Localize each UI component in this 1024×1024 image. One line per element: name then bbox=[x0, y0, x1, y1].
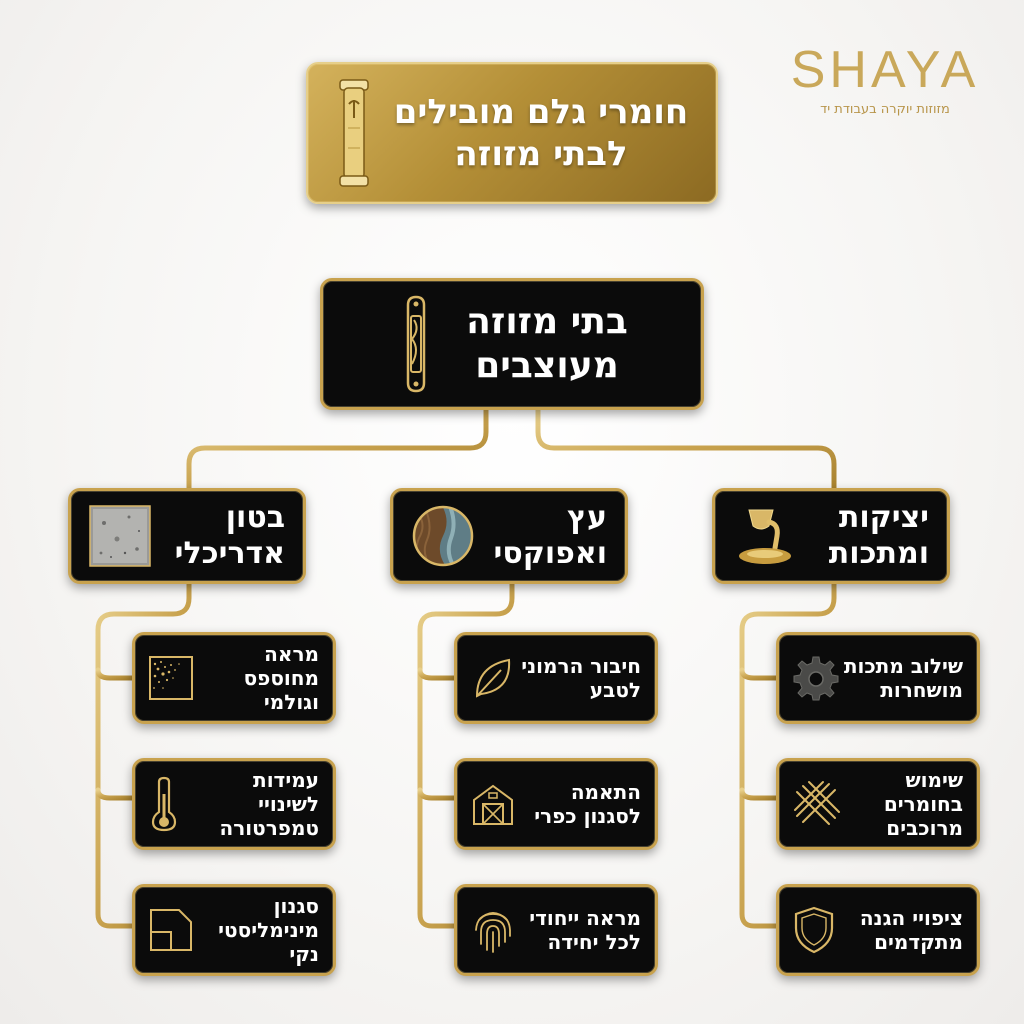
leaf-line: לטבע bbox=[589, 678, 641, 702]
leaf-unique-look: מראה ייחודי לכל יחידה bbox=[454, 884, 658, 976]
category-wood-line2: ואפוקסי bbox=[493, 536, 607, 571]
connector-wood-leaves bbox=[417, 581, 515, 929]
leaf-temperature-resistance-text: עמידות לשינויי טמפרטורה bbox=[220, 768, 319, 840]
leaf-line: לכל יחידה bbox=[547, 930, 641, 954]
category-concrete-line2: אדריכלי bbox=[174, 536, 285, 571]
root-title-line1: חומרי גלם מובילים bbox=[393, 92, 689, 132]
leaf-rough-look: מראה מחוספס וגולמי bbox=[132, 632, 336, 724]
leaf-protective-coatings-text: ציפויי הגנה מתקדמים bbox=[860, 906, 963, 954]
leaf-line: מראה bbox=[264, 642, 319, 666]
level2-node: בתי מזוזה מעוצבים bbox=[320, 278, 704, 410]
leaf-minimalist-style-text: סגנון מינימליסטי נקי bbox=[218, 894, 319, 966]
leaf-blackened-metals-text: שילוב מתכות מושחרות bbox=[844, 654, 963, 702]
leaf-line: סגנון bbox=[273, 894, 319, 918]
connector-metal-leaves bbox=[739, 581, 837, 929]
leaf-temperature-resistance: עמידות לשינויי טמפרטורה bbox=[132, 758, 336, 850]
leaf-harmony-nature: חיבור הרמוני לטבע bbox=[454, 632, 658, 724]
leaf-line: חיבור הרמוני bbox=[521, 654, 641, 678]
fingerprint-icon bbox=[471, 906, 515, 954]
leaf-unique-look-text: מראה ייחודי לכל יחידה bbox=[529, 906, 641, 954]
concrete-texture-icon bbox=[89, 505, 151, 567]
leaf-composite-materials-text: שימוש בחומרים מרוכבים bbox=[884, 768, 963, 840]
barn-icon bbox=[471, 782, 515, 826]
root-title: חומרי גלם מובילים לבתי מזוזה bbox=[394, 91, 689, 175]
connector-level2-metal bbox=[535, 407, 837, 493]
category-concrete-line1: בטון bbox=[225, 500, 285, 535]
leaf-line: מחוספס bbox=[243, 666, 319, 690]
level2-title: בתי מזוזה מעוצבים bbox=[466, 300, 628, 388]
category-concrete: בטון אדריכלי bbox=[68, 488, 306, 584]
category-metal-line1: יציקות bbox=[838, 500, 929, 535]
rough-texture-icon bbox=[149, 656, 193, 700]
shield-icon bbox=[793, 906, 835, 954]
leaf-line: נקי bbox=[289, 942, 319, 966]
leaf-line: בחומרים bbox=[883, 792, 963, 816]
leaf-line: מרוכבים bbox=[886, 816, 963, 840]
connector-level2-concrete bbox=[186, 407, 489, 493]
root-node: חומרי גלם מובילים לבתי מזוזה bbox=[306, 62, 718, 204]
leaf-line: מראה ייחודי bbox=[529, 906, 641, 930]
category-metal: יציקות ומתכות bbox=[712, 488, 950, 584]
leaf-harmony-nature-text: חיבור הרמוני לטבע bbox=[521, 654, 641, 702]
brand-logo: SHAYA מזוזות יוקרה בעבודת יד bbox=[780, 40, 990, 117]
leaf-composite-materials: שימוש בחומרים מרוכבים bbox=[776, 758, 980, 850]
thermometer-icon bbox=[149, 776, 179, 832]
mezuzah-scroll-icon bbox=[336, 78, 372, 188]
leaf-rough-look-text: מראה מחוספס וגולמי bbox=[244, 642, 319, 714]
leaf-line: לשינויי bbox=[258, 792, 319, 816]
gear-icon bbox=[793, 655, 839, 701]
level2-title-line2: מעוצבים bbox=[475, 345, 619, 386]
leaf-line: לסגנון כפרי bbox=[534, 804, 641, 828]
level2-title-line1: בתי מזוזה bbox=[466, 301, 628, 342]
category-wood-line1: עץ bbox=[567, 500, 607, 535]
leaf-rustic-style-text: התאמה לסגנון כפרי bbox=[534, 780, 641, 828]
leaf-line: ציפויי הגנה bbox=[859, 906, 963, 930]
category-metal-line2: ומתכות bbox=[828, 536, 929, 571]
category-wood-title: עץ ואפוקסי bbox=[494, 500, 607, 572]
leaf-minimalist-style: סגנון מינימליסטי נקי bbox=[132, 884, 336, 976]
wood-epoxy-icon bbox=[411, 504, 475, 568]
minimal-square-icon bbox=[149, 908, 193, 952]
leaf-line: מינימליסטי bbox=[218, 918, 319, 942]
leaf-line: וגולמי bbox=[263, 690, 319, 714]
leaf-line: שילוב מתכות bbox=[843, 654, 963, 678]
leaf-line: טמפרטורה bbox=[219, 816, 319, 840]
leaf-rustic-style: התאמה לסגנון כפרי bbox=[454, 758, 658, 850]
leaf-blackened-metals: שילוב מתכות מושחרות bbox=[776, 632, 980, 724]
category-metal-title: יציקות ומתכות bbox=[829, 500, 929, 572]
leaf-protective-coatings: ציפויי הגנה מתקדמים bbox=[776, 884, 980, 976]
brand-tagline: מזוזות יוקרה בעבודת יד bbox=[820, 102, 950, 117]
leaf-line: מתקדמים bbox=[874, 930, 963, 954]
leaf-line: עמידות bbox=[253, 768, 319, 792]
brand-wordmark: SHAYA bbox=[790, 41, 980, 99]
category-concrete-title: בטון אדריכלי bbox=[175, 500, 285, 572]
woven-composite-icon bbox=[793, 780, 841, 828]
connector-concrete-leaves bbox=[95, 581, 192, 929]
leaf-line: מושחרות bbox=[880, 678, 963, 702]
mezuzah-case-icon bbox=[396, 294, 436, 394]
leaf-icon bbox=[471, 656, 515, 700]
leaf-line: התאמה bbox=[570, 780, 641, 804]
root-title-line2: לבתי מזוזה bbox=[454, 134, 628, 174]
leaf-line: שימוש bbox=[905, 768, 963, 792]
metal-pour-icon bbox=[733, 504, 797, 568]
category-wood: עץ ואפוקסי bbox=[390, 488, 628, 584]
